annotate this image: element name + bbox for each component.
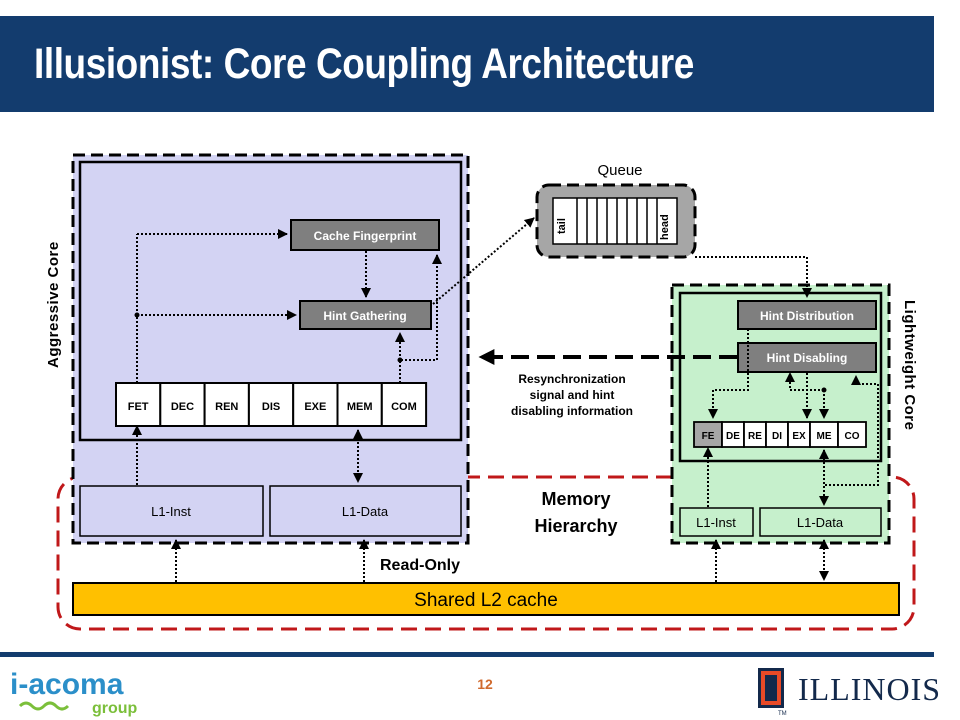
- aggressive-stage-fet: [115, 382, 162, 427]
- shared-l2-label: Shared L2 cache: [414, 590, 558, 611]
- shared-l2-box: [72, 582, 900, 616]
- aggressive-l1-inst-label: L1-Inst: [151, 504, 191, 519]
- svg-text:ILLINOIS: ILLINOIS: [798, 671, 941, 707]
- aggressive-l1-data-box: [269, 485, 462, 537]
- aggressive-stage-label: DIS: [262, 401, 280, 413]
- aggressive-stage-exe: [292, 382, 339, 427]
- lightweight-core-label: Lightweight Core: [901, 300, 918, 431]
- lightweight-l1-inst-box: [679, 507, 754, 537]
- hint-disabling-box: [737, 342, 877, 373]
- cache-fingerprint-box: [290, 219, 440, 251]
- aggressive-l1-inst-box: [79, 485, 264, 537]
- read-only-label: Read-Only: [380, 557, 460, 574]
- aggressive-stage-label: COM: [391, 401, 417, 413]
- svg-text:i-acoma: i-acoma: [10, 668, 124, 701]
- queue-head-label: head: [659, 214, 671, 240]
- svg-text:group: group: [92, 700, 138, 717]
- illinois-logo: ILLINOIS TM: [758, 668, 941, 717]
- title-bar: [0, 16, 934, 112]
- memory-hierarchy-line-1: Memory: [541, 489, 610, 509]
- cache-fingerprint-label: Cache Fingerprint: [314, 229, 417, 243]
- lightweight-stage-label: FE: [702, 431, 715, 442]
- aggressive-pipeline: FET DEC REN DIS EXE MEM COM: [115, 382, 428, 427]
- resync-line-3: disabling information: [511, 404, 633, 418]
- hint-distribution-box: [737, 300, 877, 330]
- page-number: 12: [477, 676, 493, 692]
- hint-gathering-box: [299, 300, 432, 330]
- slide-title: Illusionist: Core Coupling Architecture: [34, 40, 694, 88]
- hint-gathering-label: Hint Gathering: [323, 309, 406, 323]
- resync-line-1: Resynchronization: [518, 372, 625, 386]
- lightweight-stage-label: ME: [817, 431, 832, 442]
- queue-label: Queue: [597, 162, 642, 179]
- hint-disabling-label: Hint Disabling: [767, 351, 848, 365]
- aggressive-stage-dis: [247, 382, 295, 427]
- aggressive-stage-label: DEC: [171, 401, 194, 413]
- iacoma-group-logo: i-acoma group: [10, 668, 138, 717]
- lightweight-pipeline: FE DE RE DI EX ME CO: [693, 421, 867, 448]
- aggressive-stage-label: REN: [215, 401, 238, 413]
- aggressive-stage-com: [380, 382, 428, 427]
- svg-text:TM: TM: [778, 711, 787, 717]
- lightweight-stage-co: [837, 421, 867, 448]
- lightweight-l1-data-box: [759, 507, 882, 537]
- aggressive-core-label: Aggressive Core: [45, 241, 62, 368]
- aggressive-stage-label: FET: [128, 401, 149, 413]
- lightweight-stage-label: EX: [792, 431, 806, 442]
- lightweight-stage-label: RE: [748, 431, 762, 442]
- lightweight-stage-label: DI: [772, 431, 782, 442]
- aggressive-l1-data-label: L1-Data: [342, 504, 389, 519]
- footer-line: [0, 652, 934, 657]
- resync-line-2: signal and hint: [530, 388, 615, 402]
- queue-slots: [576, 198, 658, 244]
- queue-tail-label: tail: [556, 218, 568, 234]
- lightweight-l1-inst-label: L1-Inst: [696, 515, 736, 530]
- aggressive-stage-dec: [159, 382, 206, 427]
- memory-hierarchy-line-2: Hierarchy: [534, 516, 617, 536]
- aggressive-stage-mem: [336, 382, 383, 427]
- lightweight-l1-data-label: L1-Data: [797, 515, 844, 530]
- aggressive-stage-label: EXE: [304, 401, 326, 413]
- hint-distribution-label: Hint Distribution: [760, 309, 854, 323]
- lightweight-stage-label: DE: [726, 431, 740, 442]
- lightweight-stage-label: CO: [845, 431, 860, 442]
- aggressive-stage-label: MEM: [347, 401, 373, 413]
- memory-hierarchy-region: [56, 475, 916, 631]
